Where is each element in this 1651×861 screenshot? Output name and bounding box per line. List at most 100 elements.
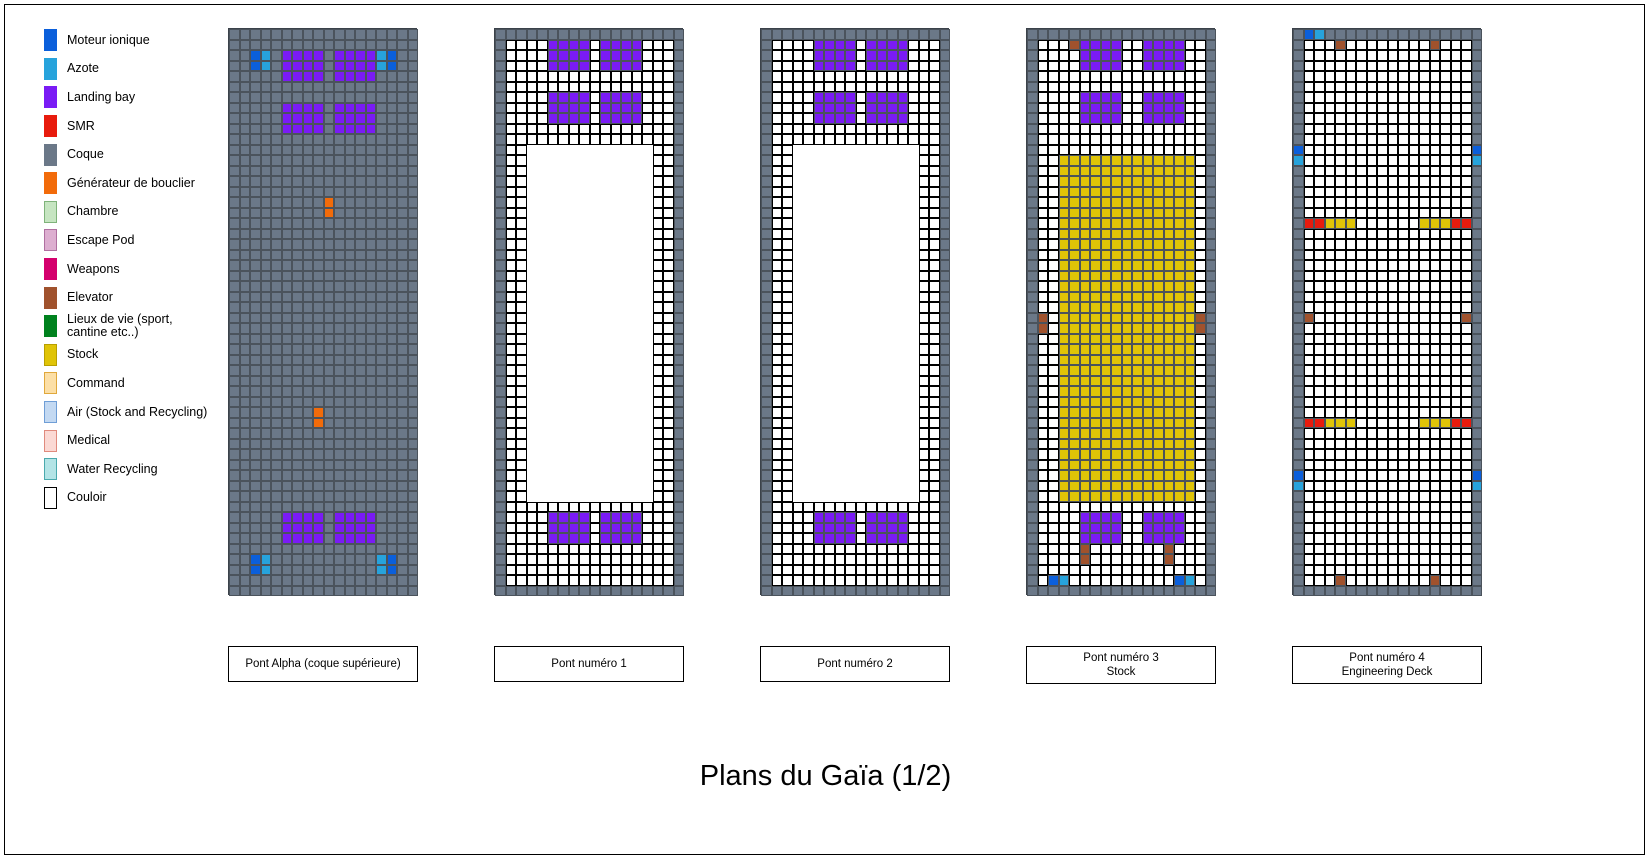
deck-cell-hull <box>302 459 313 470</box>
deck-cell-hull <box>376 155 387 166</box>
deck-cell-corridor <box>505 323 516 334</box>
deck-cell-hull <box>1027 102 1038 113</box>
deck-cell-corridor <box>1408 396 1419 407</box>
deck-cell-corridor <box>1303 113 1314 124</box>
deck-cell-hull <box>407 522 418 533</box>
deck-cell-blank <box>855 197 866 208</box>
deck-cell-hull <box>260 239 271 250</box>
deck-cell-corridor <box>610 81 621 92</box>
deck-cell-hull <box>761 417 772 428</box>
deck-cell-corridor <box>1387 165 1398 176</box>
deck-cell-landing_bay <box>547 92 558 103</box>
deck-cell-hull <box>313 260 324 271</box>
legend-swatch-water_recycling <box>44 458 57 481</box>
deck-cell-hull <box>1205 501 1216 512</box>
deck-cell-blank <box>876 459 887 470</box>
deck-3-grid[interactable] <box>1026 28 1216 596</box>
deck-cell-blank <box>887 333 898 344</box>
deck-cell-hull <box>281 239 292 250</box>
deck-cell-hull <box>376 543 387 554</box>
deck-cell-stock <box>1111 165 1122 176</box>
deck-cell-hull <box>323 312 334 323</box>
deck-cell-hull <box>292 449 303 460</box>
deck-cell-stock <box>1142 270 1153 281</box>
deck-cell-corridor <box>1058 533 1069 544</box>
deck-cell-hull <box>397 480 408 491</box>
deck-cell-hull <box>1471 270 1482 281</box>
deck-cell-hull <box>271 459 282 470</box>
deck-cell-hull <box>292 291 303 302</box>
deck-cell-landing_bay <box>355 71 366 82</box>
deck-cell-hull <box>1293 501 1304 512</box>
deck-cell-hull <box>229 491 240 502</box>
deck-cell-blank <box>834 176 845 187</box>
deck-cell-stock <box>1153 197 1164 208</box>
deck-cell-corridor <box>663 81 674 92</box>
deck-cell-hull <box>386 585 397 596</box>
deck-cell-blank <box>897 207 908 218</box>
deck-cell-blank <box>526 323 537 334</box>
deck-1-grid[interactable] <box>494 28 684 596</box>
deck-cell-corridor <box>803 81 814 92</box>
deck-cell-hull <box>281 480 292 491</box>
deck-cell-corridor <box>918 533 929 544</box>
deck-cell-corridor <box>642 92 653 103</box>
deck-cell-corridor <box>1048 407 1059 418</box>
deck-cell-hull <box>397 197 408 208</box>
deck-cell-hull <box>673 29 684 40</box>
deck-cell-stock <box>1132 165 1143 176</box>
deck-cell-corridor <box>516 155 527 166</box>
deck-cell-corridor <box>547 501 558 512</box>
deck-cell-corridor <box>1366 407 1377 418</box>
deck-cell-stock <box>1163 176 1174 187</box>
deck-cell-stock <box>1100 281 1111 292</box>
deck-cell-corridor <box>1142 543 1153 554</box>
deck-2-grid[interactable] <box>760 28 950 596</box>
deck-cell-landing_bay <box>313 512 324 523</box>
deck-cell-hull <box>397 29 408 40</box>
deck-cell-hull <box>323 39 334 50</box>
deck-cell-hull <box>344 365 355 376</box>
deck-cell-corridor <box>1356 375 1367 386</box>
deck-cell-corridor <box>918 281 929 292</box>
deck-alpha-grid[interactable] <box>228 28 418 596</box>
deck-cell-blank <box>887 260 898 271</box>
deck-cell-hull <box>761 291 772 302</box>
deck-cell-hull <box>229 354 240 365</box>
deck-cell-blank <box>631 260 642 271</box>
deck-cell-blank <box>803 207 814 218</box>
deck-cell-blank <box>568 144 579 155</box>
deck-cell-blank <box>792 207 803 218</box>
deck-cell-hull <box>229 365 240 376</box>
deck-cell-corridor <box>1429 522 1440 533</box>
deck-cell-landing_bay <box>1111 113 1122 124</box>
deck-cell-corridor <box>1195 438 1206 449</box>
deck-cell-hull <box>397 375 408 386</box>
deck-cell-blank <box>834 375 845 386</box>
deck-cell-hull <box>344 186 355 197</box>
deck-cell-hull <box>939 207 950 218</box>
deck-cell-stock <box>1132 396 1143 407</box>
deck-cell-stock <box>1058 260 1069 271</box>
deck-cell-hull <box>1293 186 1304 197</box>
deck-cell-corridor <box>663 344 674 355</box>
deck-cell-corridor <box>1450 407 1461 418</box>
deck-cell-hull <box>1027 386 1038 397</box>
deck-cell-blank <box>558 428 569 439</box>
deck-cell-corridor <box>1345 428 1356 439</box>
deck-cell-corridor <box>505 522 516 533</box>
deck-cell-hull <box>621 29 632 40</box>
deck-cell-corridor <box>1377 312 1388 323</box>
deck-cell-corridor <box>1450 102 1461 113</box>
deck-cell-corridor <box>1366 60 1377 71</box>
deck-cell-corridor <box>782 197 793 208</box>
deck-cell-corridor <box>1356 270 1367 281</box>
deck-cell-corridor <box>1387 375 1398 386</box>
deck-cell-elevator <box>1163 543 1174 554</box>
deck-cell-hull <box>673 270 684 281</box>
deck-cell-hull <box>407 365 418 376</box>
deck-2 <box>760 28 950 596</box>
deck-cell-blank <box>526 155 537 166</box>
deck-4-grid[interactable] <box>1292 28 1482 596</box>
deck-cell-hull <box>1471 249 1482 260</box>
